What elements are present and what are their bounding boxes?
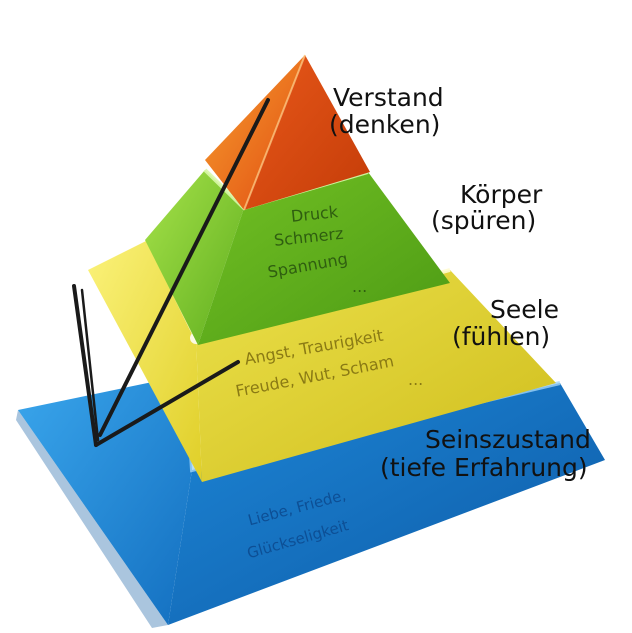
level-blue-title: Seinszustand (425, 425, 591, 454)
level-green-title: Körper (460, 180, 543, 209)
level-yellow-title: Seele (490, 295, 559, 324)
yellow-line-3: ... (408, 370, 424, 389)
level-top-title: Verstand (333, 83, 444, 112)
level-top-subtitle: (denken) (329, 110, 441, 139)
level-blue-subtitle: (tiefe Erfahrung) (380, 453, 588, 482)
level-green-subtitle: (spüren) (431, 206, 537, 235)
arrow-drawing (72, 98, 270, 447)
tier-orange (205, 54, 370, 211)
green-line-4: ... (352, 277, 368, 296)
tier-blue (16, 374, 605, 628)
yellow-line-3-wrap: ... (408, 370, 423, 389)
level-yellow-subtitle: (fühlen) (452, 322, 551, 351)
green-line-4-wrap: ... (352, 276, 367, 298)
